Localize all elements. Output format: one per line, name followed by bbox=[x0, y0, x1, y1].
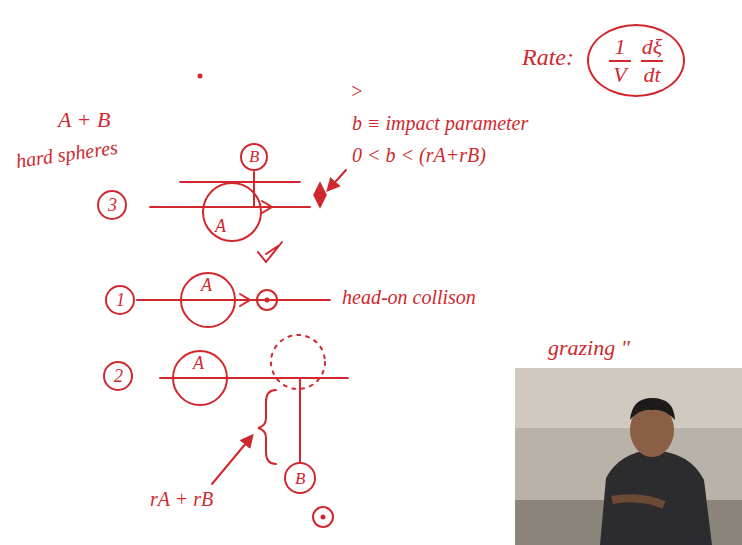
sphere-circle: B bbox=[240, 143, 268, 171]
video-inset bbox=[515, 368, 742, 545]
dashed-sphere bbox=[271, 335, 325, 389]
ink-dot bbox=[322, 516, 325, 519]
fraction-bar bbox=[641, 60, 663, 62]
fraction-bar bbox=[609, 60, 631, 62]
sphere-outline bbox=[313, 507, 333, 527]
numerator: dξ bbox=[642, 35, 662, 58]
note-label: 0 < b < (rA+rB) bbox=[352, 144, 486, 166]
fraction: dξ dt bbox=[641, 35, 663, 85]
denominator: dt bbox=[643, 63, 660, 86]
check-mark bbox=[258, 242, 282, 262]
fraction: 1V bbox=[609, 35, 631, 85]
video-background bbox=[515, 368, 742, 545]
note-label: grazing " bbox=[548, 336, 630, 360]
formula-oval: 1Vdξdt bbox=[587, 24, 685, 97]
note-label: b ≡ impact parameter bbox=[352, 112, 528, 134]
circle-letter: A bbox=[215, 217, 226, 236]
note-label: head-on collison bbox=[342, 286, 476, 308]
trajectory-line bbox=[137, 299, 330, 301]
circle-letter: 1 bbox=[116, 291, 125, 310]
note-label: A + B bbox=[58, 108, 110, 132]
impact-arrow bbox=[319, 184, 321, 206]
person-hands bbox=[612, 498, 664, 505]
sphere-circle: 3 bbox=[97, 190, 127, 220]
note-label: Rate: bbox=[522, 44, 574, 70]
sphere-b bbox=[257, 290, 277, 310]
ink-dot bbox=[266, 299, 269, 302]
circle-letter: 3 bbox=[108, 196, 117, 215]
leader-line bbox=[328, 170, 346, 190]
circle-letter: 2 bbox=[114, 367, 123, 386]
direction-arrow bbox=[240, 294, 250, 306]
leader-line bbox=[212, 436, 252, 484]
person-body bbox=[600, 450, 712, 545]
center-line bbox=[299, 378, 301, 462]
denominator: V bbox=[613, 63, 626, 86]
sphere-circle: 1 bbox=[105, 285, 135, 315]
sphere-circle: A bbox=[172, 350, 228, 406]
note-label: > bbox=[350, 80, 364, 102]
note-label: hard spheres bbox=[14, 136, 118, 172]
center-line bbox=[253, 172, 255, 207]
ink-dot bbox=[199, 75, 202, 78]
trajectory-line bbox=[150, 206, 310, 208]
sphere-circle: A bbox=[202, 182, 262, 242]
direction-arrow bbox=[262, 201, 272, 213]
sphere-circle: A bbox=[180, 272, 236, 328]
circle-letter: B bbox=[249, 148, 259, 166]
circle-letter: A bbox=[193, 354, 204, 373]
sphere-circle: B bbox=[284, 462, 316, 494]
brace bbox=[258, 390, 276, 464]
sphere-circle: 2 bbox=[103, 361, 133, 391]
numerator: 1 bbox=[615, 35, 626, 58]
wall bbox=[515, 368, 742, 428]
person-hair bbox=[630, 398, 675, 420]
note-label: rA + rB bbox=[150, 488, 213, 510]
circle-letter: B bbox=[295, 470, 305, 488]
circle-letter: A bbox=[201, 276, 212, 295]
